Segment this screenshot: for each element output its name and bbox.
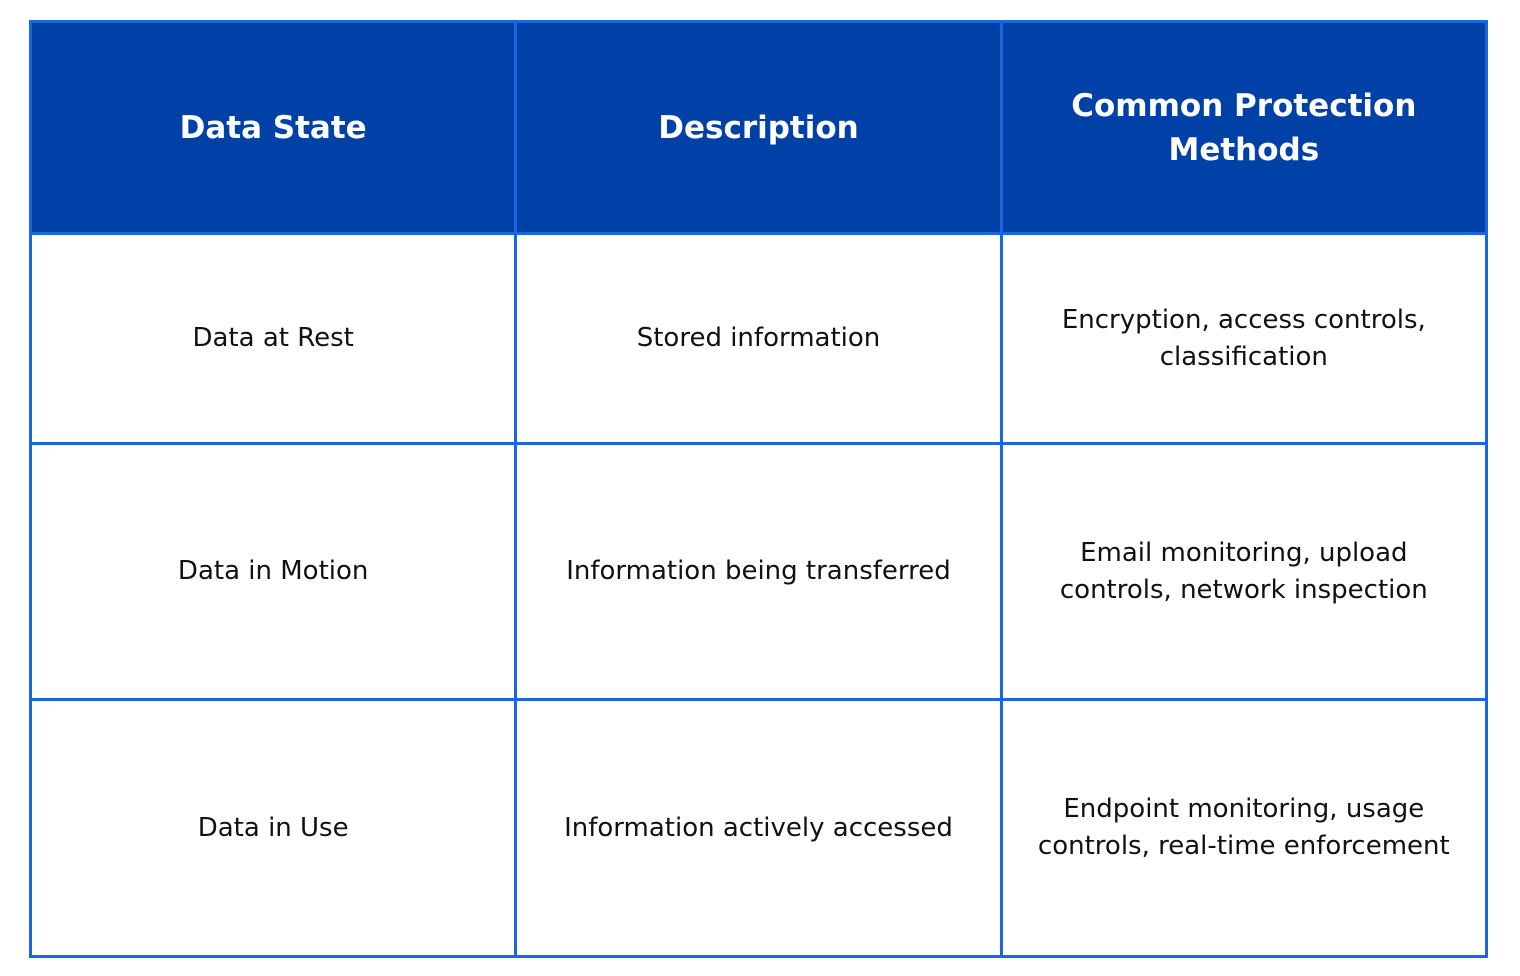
header-protection-methods: Common Protection Methods xyxy=(999,20,1489,235)
cell-data-state: Data in Use xyxy=(28,698,518,958)
cell-protection-methods: Endpoint monitoring, usage controls, rea… xyxy=(999,698,1489,958)
table-row: Data in Motion Information being transfe… xyxy=(28,442,1489,701)
cell-protection-methods: Encryption, access controls, classificat… xyxy=(999,232,1489,445)
cell-description: Information actively accessed xyxy=(514,698,1003,958)
table-header-row: Data State Description Common Protection… xyxy=(28,20,1489,235)
cell-description: Stored information xyxy=(514,232,1003,445)
data-states-table-container: Data State Description Common Protection… xyxy=(28,20,1489,958)
cell-protection-methods: Email monitoring, upload controls, netwo… xyxy=(999,442,1489,701)
cell-description: Information being transferred xyxy=(514,442,1003,701)
header-description: Description xyxy=(514,20,1003,235)
cell-data-state: Data at Rest xyxy=(28,232,518,445)
table-row: Data at Rest Stored information Encrypti… xyxy=(28,232,1489,445)
data-states-table: Data State Description Common Protection… xyxy=(28,20,1489,958)
table-row: Data in Use Information actively accesse… xyxy=(28,698,1489,958)
header-data-state: Data State xyxy=(28,20,518,235)
cell-data-state: Data in Motion xyxy=(28,442,518,701)
